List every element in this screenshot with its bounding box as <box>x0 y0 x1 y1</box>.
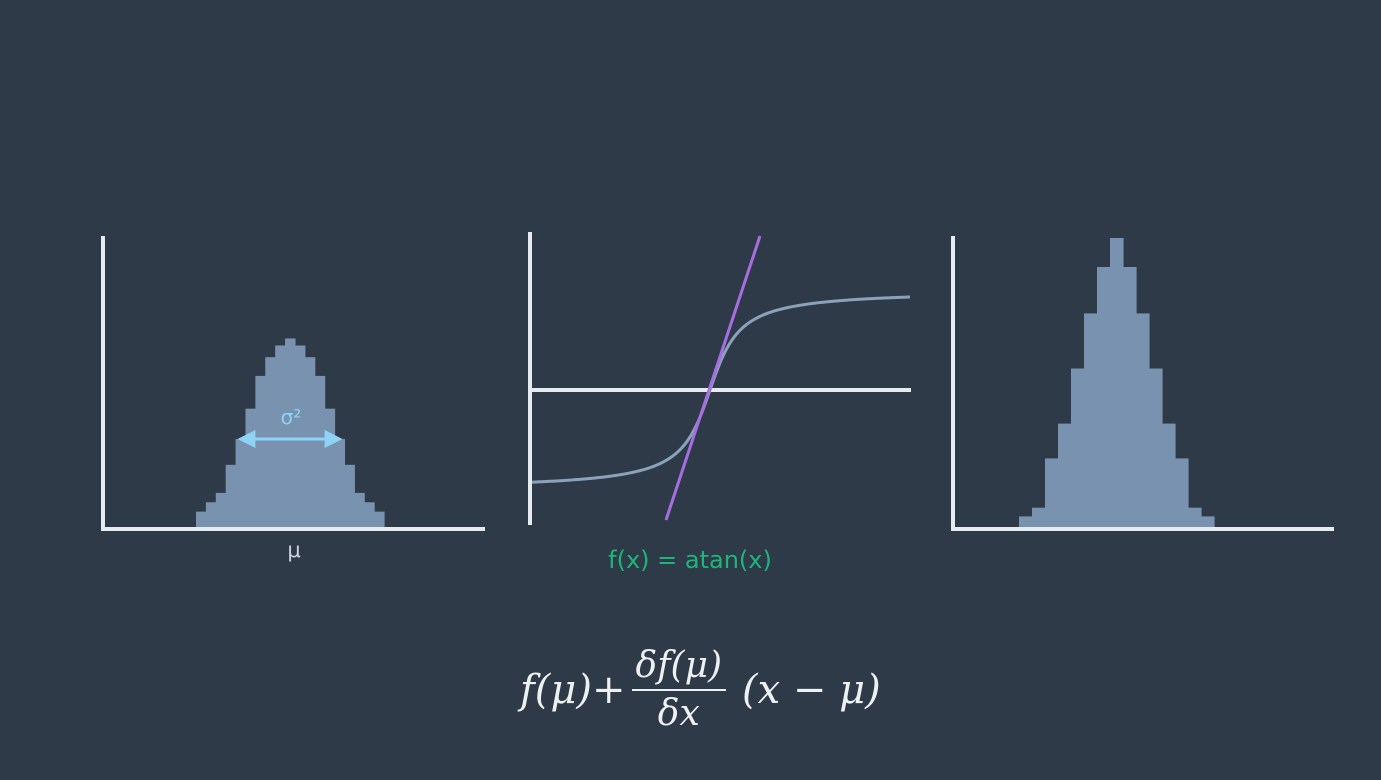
formula-lead: f(μ)+ <box>520 667 626 713</box>
input-histogram-bar-11 <box>294 345 306 528</box>
input-histogram-bar-6 <box>245 408 256 528</box>
output-histogram-bar-15 <box>1201 516 1215 528</box>
input-histogram-bar-18 <box>364 502 375 528</box>
output-histogram-bar-4 <box>1058 423 1072 528</box>
formula-denominator: δx <box>657 693 700 734</box>
input-histogram-bar-7 <box>255 375 266 528</box>
input-histogram-bar-12 <box>304 357 316 528</box>
output-histogram-bar-2 <box>1032 507 1046 528</box>
atan-curve <box>531 295 911 484</box>
input-histogram-bar-17 <box>354 492 365 528</box>
input-histogram-bar-1 <box>196 511 207 528</box>
output-histogram-bar-5 <box>1071 368 1085 528</box>
input-histogram-bar-15 <box>334 439 346 528</box>
output-histogram-bar-14 <box>1188 507 1202 528</box>
mean-label: μ <box>287 538 301 562</box>
input-histogram-bar-19 <box>374 511 385 528</box>
output-histogram-bar-3 <box>1045 458 1059 528</box>
output-histogram-bar-12 <box>1162 423 1176 528</box>
input-distribution-panel <box>101 236 485 531</box>
input-histogram-bar-4 <box>225 464 237 528</box>
variance-label: σ² <box>280 405 302 429</box>
input-histogram-bar-14 <box>324 408 336 528</box>
output-histogram-bar-13 <box>1175 458 1189 528</box>
input-histogram-bar-2 <box>205 502 217 528</box>
function-label: f(x) = atan(x) <box>608 546 772 574</box>
input-histogram-bar-16 <box>344 464 355 528</box>
output-histogram-bar-8 <box>1110 238 1124 528</box>
output-distribution-panel <box>951 236 1334 531</box>
input-histogram-bar-9 <box>275 345 286 528</box>
input-histogram-bar-5 <box>235 439 247 528</box>
output-histogram-bar-9 <box>1123 267 1137 528</box>
input-histogram-bar-3 <box>215 492 227 528</box>
transform-panel <box>528 232 911 525</box>
formula-tail: (x − μ) <box>742 667 881 713</box>
output-histogram-bar-1 <box>1019 516 1033 528</box>
input-histogram-bar-13 <box>314 375 326 528</box>
input-histogram <box>196 338 385 528</box>
tangent-line <box>664 235 762 521</box>
input-histogram-bar-10 <box>285 338 296 528</box>
output-histogram-bar-6 <box>1084 313 1098 528</box>
output-histogram-bar-10 <box>1136 313 1150 528</box>
derivative-fraction: δf(μ) δx <box>631 647 727 734</box>
linearization-formula: f(μ)+ δf(μ) δx (x − μ) <box>520 640 881 740</box>
input-histogram-bar-8 <box>265 357 276 528</box>
output-histogram <box>1019 238 1215 528</box>
formula-numerator: δf(μ) <box>631 647 727 691</box>
output-histogram-bar-11 <box>1149 368 1163 528</box>
output-histogram-bar-7 <box>1097 267 1111 528</box>
